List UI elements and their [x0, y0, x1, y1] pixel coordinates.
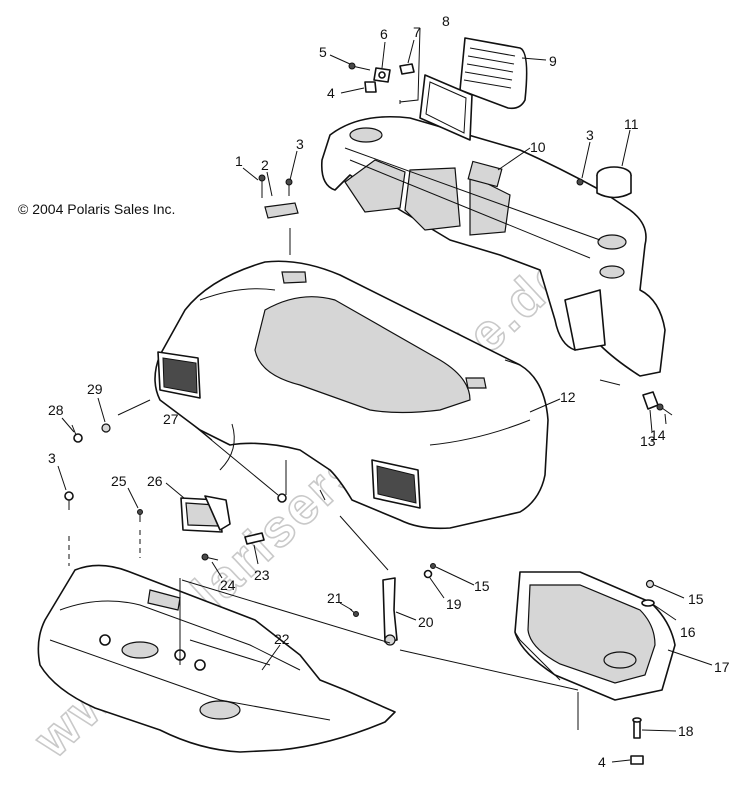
rear-fender-part — [154, 260, 549, 530]
callout-24: 24 — [220, 577, 236, 593]
lower-tray-part — [37, 564, 396, 753]
callout-3c: 3 — [48, 450, 56, 466]
callout-10: 10 — [530, 139, 546, 155]
tail-light-part — [180, 493, 287, 533]
fastener-15-16-18 — [630, 579, 655, 765]
fastener-19-20-21 — [349, 563, 436, 646]
callout-4a: 4 — [327, 85, 335, 101]
callout-21: 21 — [327, 590, 343, 606]
cap-part — [596, 166, 632, 199]
callout-23: 23 — [254, 567, 270, 583]
callout-26: 26 — [147, 473, 163, 489]
callout-20: 20 — [418, 614, 434, 630]
callout-25: 25 — [111, 473, 127, 489]
callout-22: 22 — [274, 631, 290, 647]
callout-28: 28 — [48, 402, 64, 418]
fastener-28-29 — [71, 423, 111, 443]
hardware-small-parts — [348, 62, 415, 93]
vent-grille-part — [419, 37, 528, 141]
callout-labels: 1 2 3 3 3 4 4 5 6 7 8 9 10 11 12 13 14 1… — [48, 13, 730, 770]
callout-7: 7 — [413, 24, 421, 40]
callout-11: 11 — [624, 116, 639, 132]
storage-box-part — [514, 571, 676, 701]
callout-14: 14 — [650, 427, 666, 443]
callout-17: 17 — [714, 659, 730, 675]
leader-lines — [57, 27, 713, 763]
assembly-lines — [68, 100, 621, 730]
callout-9: 9 — [549, 53, 557, 69]
copyright-notice: © 2004 Polaris Sales Inc. — [18, 201, 176, 217]
callout-4b: 4 — [598, 754, 606, 770]
fastener-23-24-25 — [64, 491, 265, 561]
callout-3a: 3 — [296, 136, 304, 152]
callout-12: 12 — [560, 389, 576, 405]
callout-13: 13 — [640, 433, 656, 449]
callout-15a: 15 — [474, 578, 490, 594]
callout-6: 6 — [380, 26, 388, 42]
callout-16: 16 — [680, 624, 696, 640]
callout-2: 2 — [261, 157, 269, 173]
callout-8: 8 — [442, 13, 450, 29]
latch-hardware — [258, 174, 673, 416]
callout-27: 27 — [163, 411, 179, 427]
callout-1: 1 — [235, 153, 243, 169]
callout-18: 18 — [678, 723, 694, 739]
callout-15b: 15 — [688, 591, 704, 607]
callout-3b: 3 — [586, 127, 594, 143]
callout-29: 29 — [87, 381, 103, 397]
callout-19: 19 — [446, 596, 462, 612]
callout-5: 5 — [319, 44, 327, 60]
